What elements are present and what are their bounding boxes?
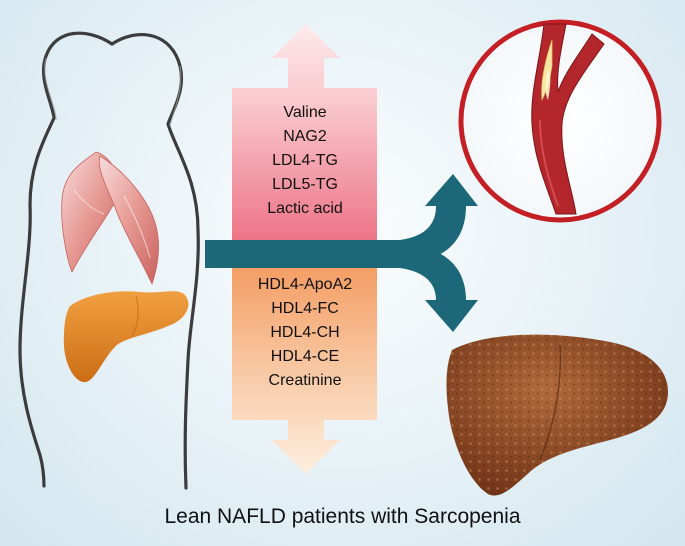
- down-item: HDL4-FC: [271, 300, 339, 317]
- liver-icon: [63, 291, 189, 383]
- artery-plaque-icon: [458, 19, 662, 223]
- up-arrow: [232, 24, 377, 254]
- up-item: NAG2: [283, 128, 327, 145]
- up-item: LDL5-TG: [272, 176, 338, 193]
- down-arrow: [232, 258, 377, 474]
- down-item: HDL4-ApoA2: [257, 276, 353, 293]
- muscle-icon: [61, 151, 159, 286]
- up-item: Lactic acid: [267, 200, 343, 217]
- up-item: LDL4-TG: [272, 152, 338, 169]
- up-item: Valine: [283, 104, 327, 121]
- branch-arrow: [205, 174, 478, 332]
- downregulated-list: HDL4-ApoA2 HDL4-FC HDL4-CH HDL4-CE Creat…: [232, 273, 378, 393]
- fatty-liver-icon: [446, 334, 668, 496]
- down-item: Creatinine: [268, 372, 342, 389]
- upregulated-list: Valine NAG2 LDL4-TG LDL5-TG Lactic acid: [232, 101, 378, 221]
- down-item: HDL4-CE: [270, 348, 340, 365]
- body-silhouette-icon: [18, 31, 200, 490]
- down-item: HDL4-CH: [270, 324, 340, 341]
- diagram-caption: Lean NAFLD patients with Sarcopenia: [164, 505, 521, 528]
